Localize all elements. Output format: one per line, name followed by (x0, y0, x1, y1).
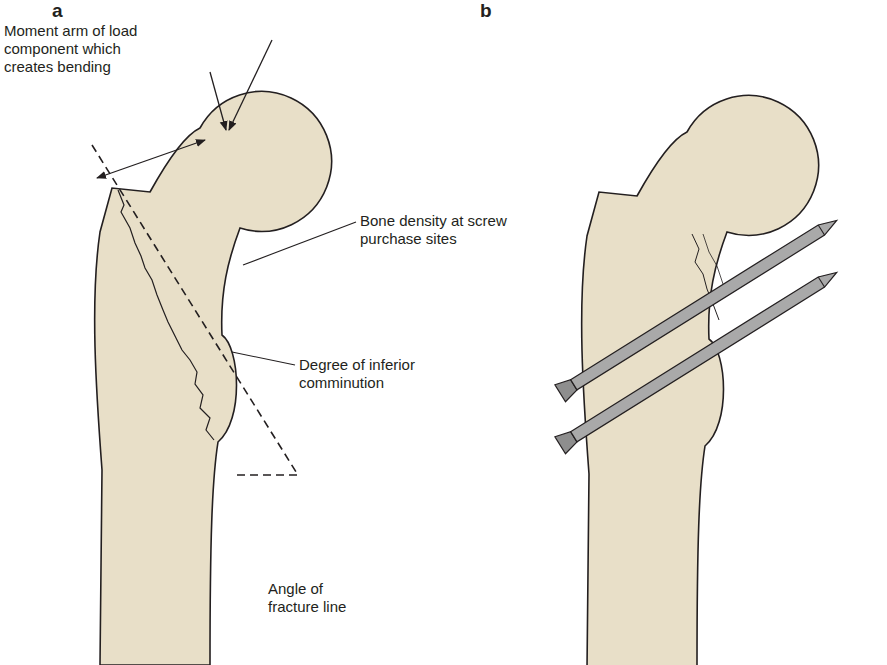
load-arrow (229, 40, 272, 130)
femur-a (92, 40, 356, 665)
fracture-angle-line (92, 145, 298, 475)
moment-arm-arrow (97, 140, 205, 178)
callout-label: Moment arm of load component which creat… (4, 22, 156, 76)
leader-line (243, 222, 356, 265)
panel-letter: a (52, 2, 82, 20)
femur-b (555, 95, 842, 665)
fracture-line (118, 190, 214, 440)
screw (555, 212, 842, 402)
callout-label: Angle of fracture line (268, 580, 366, 616)
load-arrow (210, 72, 226, 130)
panel-letter: b (480, 2, 510, 20)
callout-label: Bone density at screw purchase sites (360, 212, 528, 248)
screw (555, 264, 842, 454)
leader-line (232, 352, 295, 365)
callout-label: Degree of inferior comminution (299, 356, 441, 392)
